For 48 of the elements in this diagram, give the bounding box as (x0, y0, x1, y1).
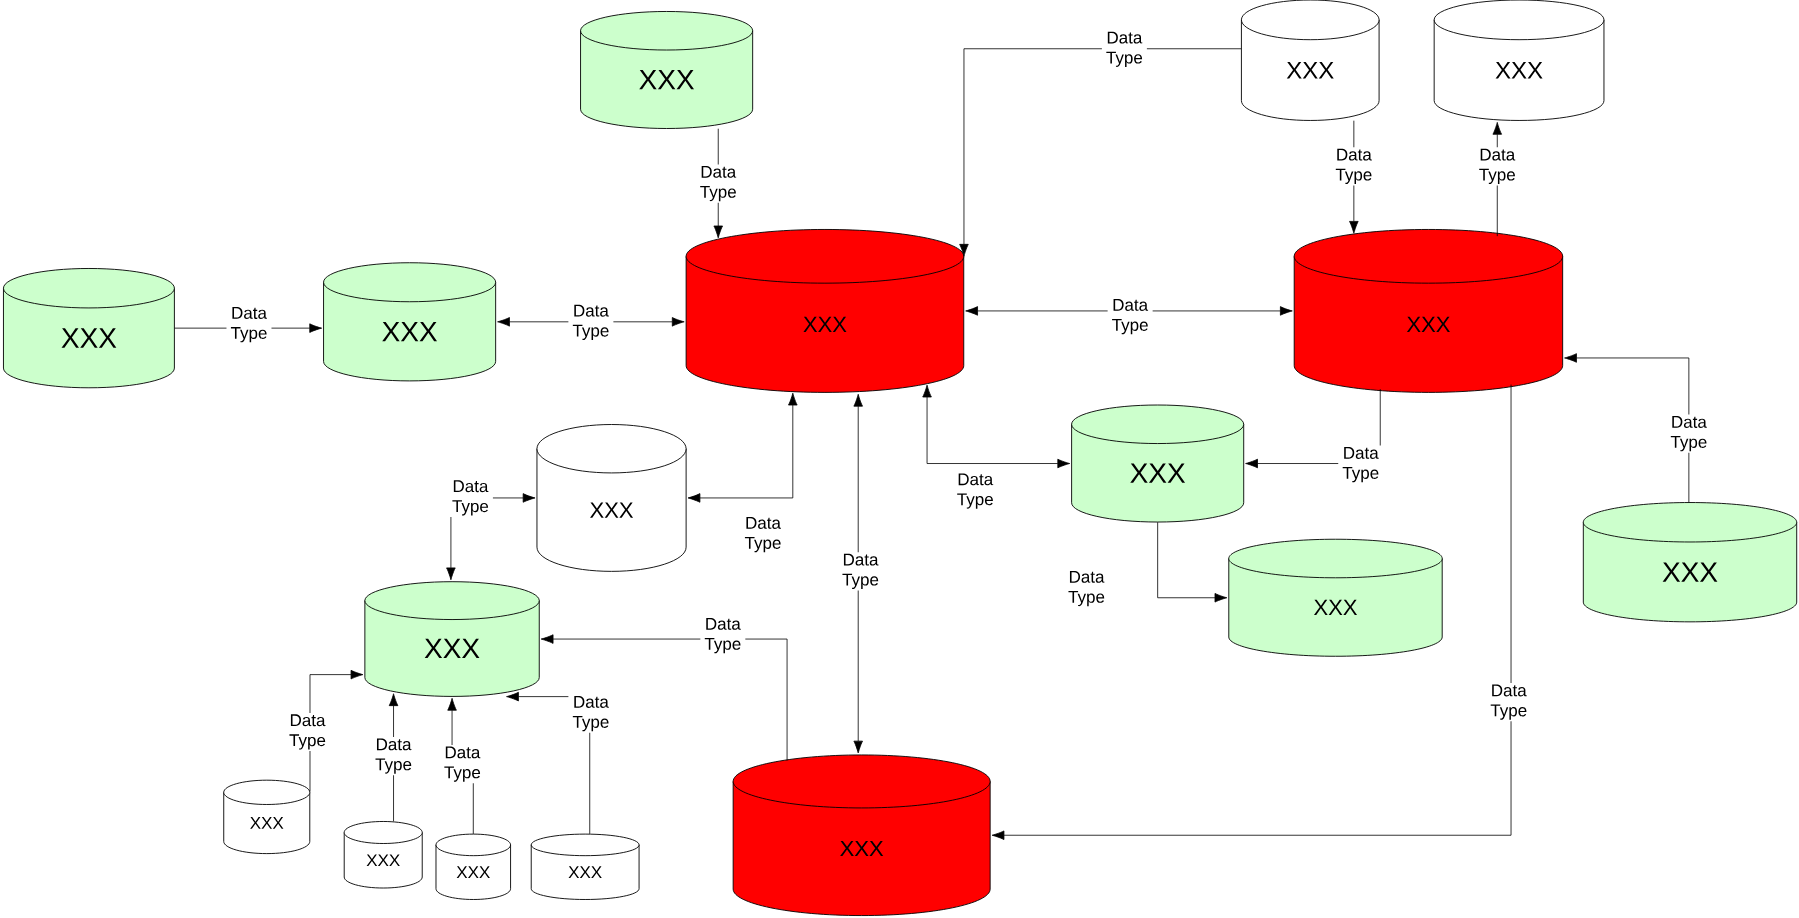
edge-label: Data Type (1101, 30, 1147, 69)
arrow (991, 384, 1512, 841)
database-cylinder: XXX (343, 821, 423, 889)
arrow (959, 48, 1242, 257)
database-cylinder: XXX (323, 262, 497, 382)
edge-label: Data Type (568, 694, 614, 733)
edge-label: Data Type (1474, 147, 1520, 186)
edge-label: Data Type (371, 737, 417, 776)
database-cylinder: XXX (685, 229, 965, 393)
edge-label: Data Type (952, 472, 998, 511)
edge-label: Data Type (447, 478, 493, 518)
arrow (965, 306, 1293, 316)
edge-label: Data Type (1666, 414, 1712, 453)
database-cylinder: XXX (3, 268, 175, 389)
database-cylinder: XXX (1433, 0, 1605, 121)
database-cylinder: XXX (530, 833, 640, 901)
edge-label: Data Type (226, 305, 272, 344)
edge-label: Data Type (1107, 297, 1153, 336)
edge-label: Data Type (1486, 683, 1532, 722)
arrow (713, 128, 723, 239)
database-cylinder: XXX (536, 424, 687, 572)
edge-label: Data Type (740, 515, 786, 554)
arrow (922, 384, 1071, 469)
edge-label: Data Type (700, 616, 746, 655)
database-cylinder: XXX (580, 11, 754, 130)
edge-label: Data Type (1338, 445, 1384, 484)
arrow (1157, 521, 1228, 603)
arrow (497, 317, 685, 327)
edge-label: Data Type (1064, 569, 1110, 608)
database-cylinder: XXX (435, 833, 511, 901)
edge-label: Data Type (1331, 147, 1377, 186)
arrow (687, 392, 798, 503)
edge-label: Data Type (695, 164, 741, 203)
database-cylinder: XXX (364, 581, 540, 697)
edge-label: Data Type (568, 303, 614, 342)
database-cylinder: XXX (1228, 538, 1443, 657)
database-cylinder: XXX (1071, 404, 1245, 523)
arrow (1564, 353, 1690, 503)
arrow (540, 634, 788, 761)
database-cylinder: XXX (732, 754, 991, 917)
edge-label: Data Type (439, 745, 485, 784)
database-cylinder: XXX (223, 779, 311, 855)
edge-label: Data Type (285, 712, 330, 752)
edge-label: Data Type (838, 552, 883, 591)
database-cylinder: XXX (1293, 229, 1564, 393)
database-cylinder: XXX (1240, 0, 1380, 121)
arrow (853, 394, 863, 754)
database-cylinder: XXX (1582, 502, 1798, 623)
